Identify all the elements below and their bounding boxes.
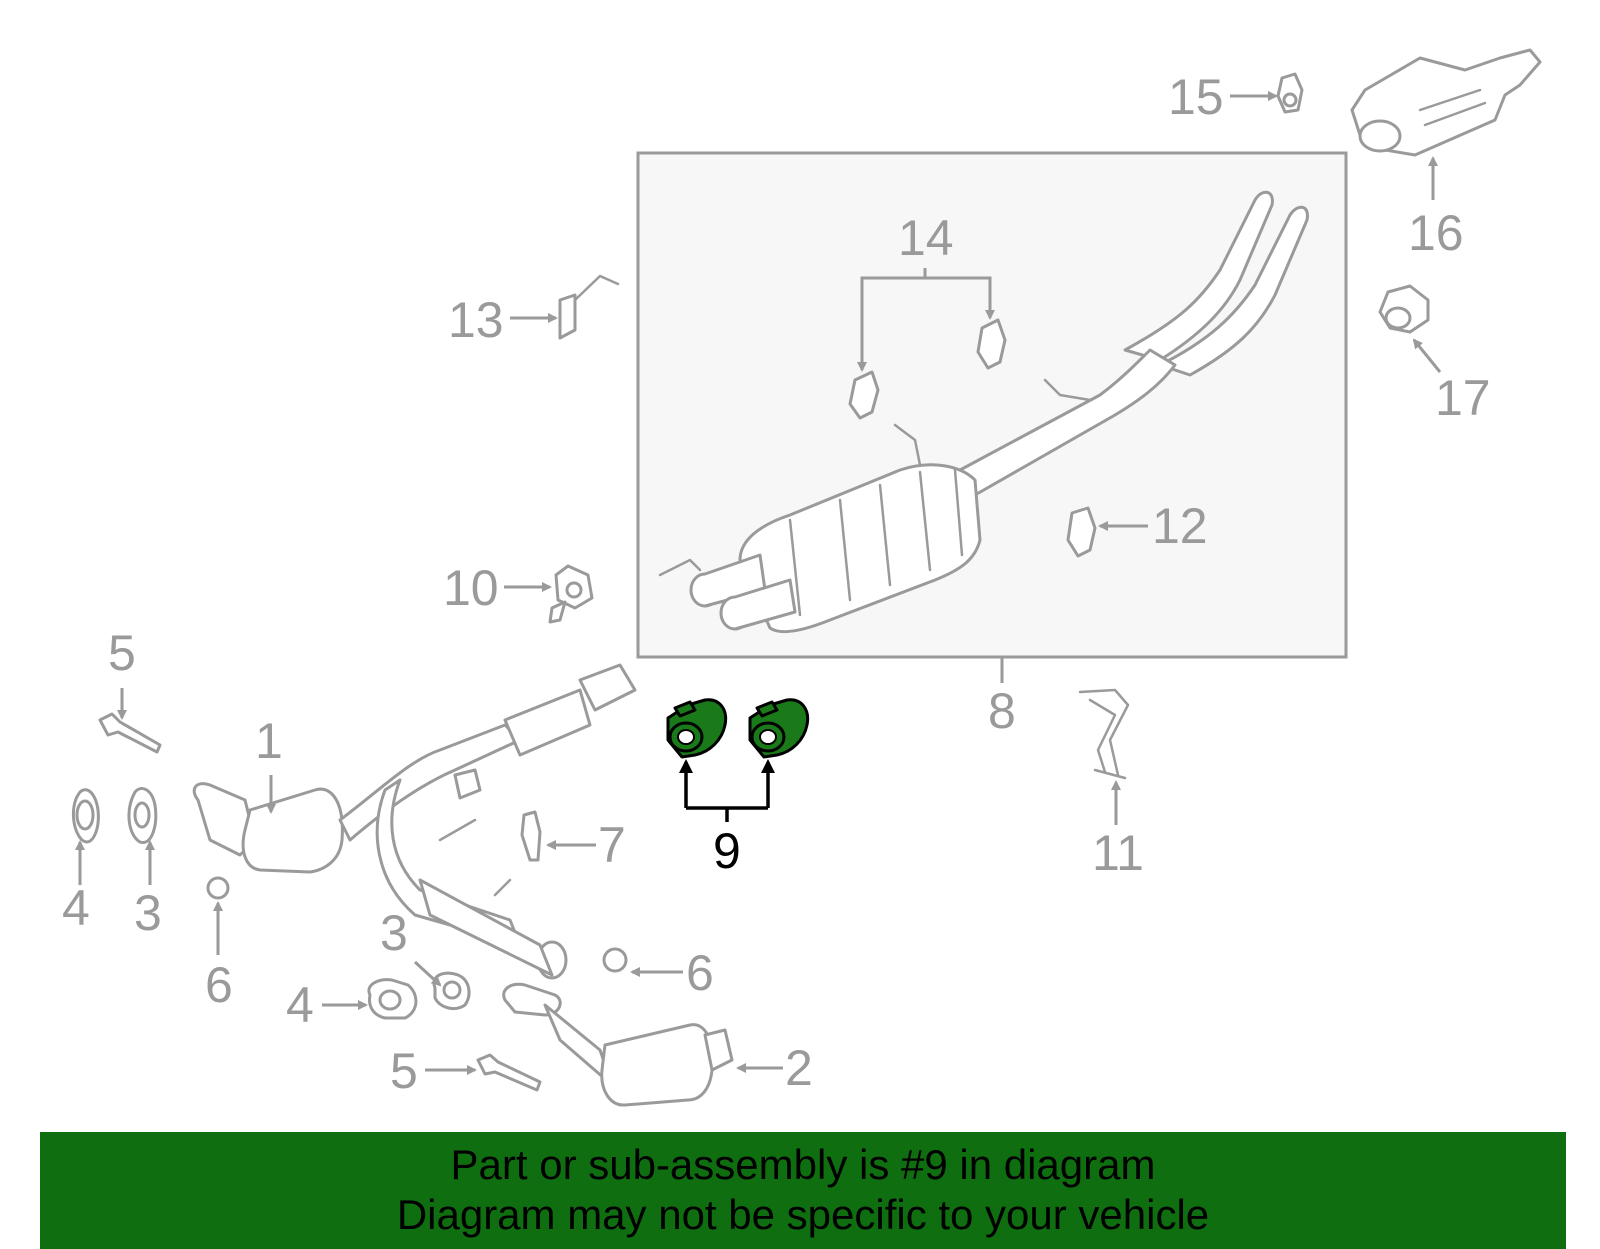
callout-11: 11 (1092, 825, 1144, 881)
info-banner: Part or sub-assembly is #9 in diagram Di… (40, 1132, 1566, 1249)
banner-line-2: Diagram may not be specific to your vehi… (396, 1191, 1210, 1238)
callout-17: 17 (1435, 370, 1491, 426)
callout-5-lower: 5 (390, 1043, 418, 1099)
callout-3-left: 3 (134, 885, 162, 941)
callout-6-right: 6 (686, 945, 714, 1001)
part-9-clamps (666, 698, 810, 759)
callout-2: 2 (785, 1040, 813, 1096)
callout-12: 12 (1152, 498, 1208, 554)
leader-lines (75, 91, 1442, 1075)
callout-4-lower: 4 (286, 977, 314, 1033)
callout-13: 13 (448, 292, 504, 348)
callout-labels: 1 2 3 3 4 4 5 5 6 6 7 8 9 10 11 12 13 14… (62, 69, 1491, 1099)
callout-7: 7 (598, 817, 626, 873)
callout-6-left: 6 (205, 957, 233, 1013)
small-parts (72, 48, 1542, 1092)
part-1-converter-pipe (192, 663, 637, 980)
part-2-converter (502, 982, 734, 1107)
callout-16: 16 (1408, 205, 1464, 261)
callout-14: 14 (898, 210, 954, 266)
callout-9: 9 (713, 823, 741, 879)
banner-line-1: Part or sub-assembly is #9 in diagram (450, 1141, 1156, 1188)
callout-1: 1 (255, 713, 283, 769)
callout-5-top: 5 (108, 625, 136, 681)
callout-8: 8 (988, 683, 1016, 739)
muffler-assembly-inset (636, 151, 1348, 659)
callout-4-left: 4 (62, 880, 90, 936)
callout-3-lower: 3 (380, 905, 408, 961)
callout-15: 15 (1168, 69, 1224, 125)
callout-10: 10 (443, 560, 499, 616)
